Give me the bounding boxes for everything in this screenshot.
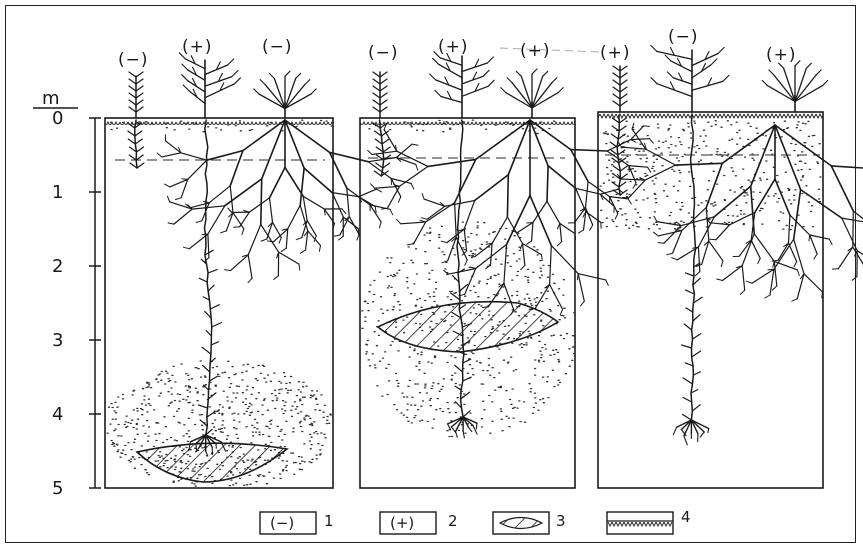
panel-1-box	[105, 118, 333, 488]
panel-2-soil-surface	[360, 118, 575, 125]
panel-3-sign-1: (+)	[600, 43, 631, 63]
panel-1-sign-2: (+)	[182, 37, 213, 57]
legend-item-1: (−) 1	[260, 512, 334, 534]
root-systems	[128, 45, 863, 456]
legend-2-number: 2	[448, 512, 458, 530]
legend-item-4: 4	[607, 508, 691, 534]
axis-unit-label: m	[42, 88, 60, 109]
axis-tick-label-0: 0	[52, 108, 63, 129]
axis-tick-label-2: 2	[52, 256, 63, 277]
legend-item-3: 3	[493, 512, 566, 534]
axis-tick-label-1: 1	[52, 182, 63, 203]
panel-2-sign-1: (−)	[368, 43, 399, 63]
panel-2-sign-3: (+)	[520, 41, 551, 61]
legend-3-number: 3	[556, 512, 566, 530]
panel-3-signs: (+) (−) (+)	[600, 27, 797, 65]
axis-tick-label-3: 3	[52, 330, 63, 351]
legend-4-number: 4	[681, 508, 691, 526]
legend: (−) 1 (+) 2 3 4	[260, 508, 691, 534]
depth-axis: m 0 1 2 3 4 5	[33, 88, 101, 499]
panel-3-sign-3: (+)	[766, 45, 797, 65]
panel-2-sign-2: (+)	[438, 37, 469, 57]
panel-2-signs: (−) (+) (+)	[368, 37, 551, 63]
legend-1-symbol: (−)	[270, 514, 294, 532]
panel-3-soil-surface	[598, 112, 823, 119]
panel-3-sign-2: (−)	[668, 27, 699, 47]
legend-2-symbol: (+)	[390, 514, 414, 532]
legend-4-surface-pattern	[608, 522, 672, 528]
legend-3-lens-icon	[500, 518, 542, 529]
axis-tick-label-4: 4	[52, 404, 63, 425]
legend-item-2: (+) 2	[380, 512, 458, 534]
legend-1-number: 1	[324, 512, 334, 530]
panel-1-sign-3: (−)	[262, 37, 293, 57]
axis-tick-label-5: 5	[52, 478, 63, 499]
panel-1-sign-1: (−)	[118, 50, 149, 70]
